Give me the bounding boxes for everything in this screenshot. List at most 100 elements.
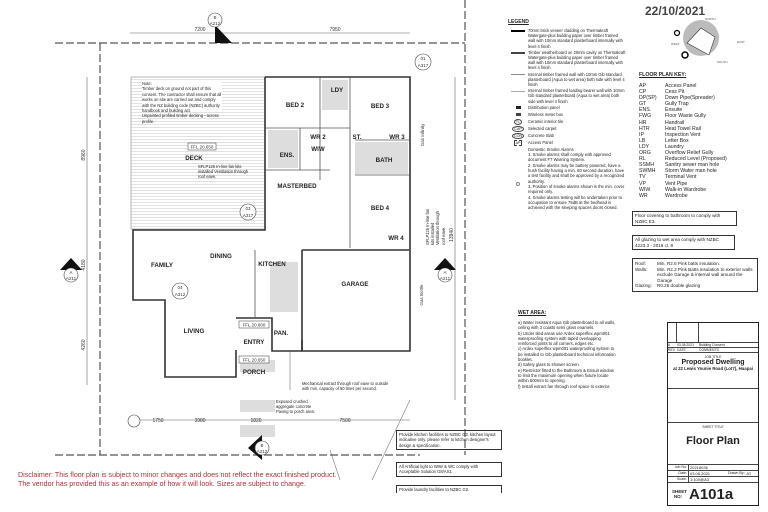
wet-area-item: a) Water resistant Aqua Gib plasterboard…: [518, 320, 616, 331]
section-marker-b-top: [215, 25, 232, 43]
legend-item: Distribution panel: [508, 105, 626, 111]
svg-text:B: B: [260, 443, 263, 448]
wet-area-notes: WET AREA: a) Water resistant Aqua Gib pl…: [518, 310, 618, 389]
carpet-icon: CAP: [512, 125, 524, 132]
svg-text:4180: 4180: [81, 259, 87, 270]
svg-text:FFL 20.800: FFL 20.800: [243, 323, 266, 328]
legend-item: 70mm brick veneer cladding on Thermakraf…: [508, 28, 626, 49]
mechanical-extract-note: Mechanical extract through roof eave to …: [302, 381, 389, 392]
svg-text:A: A: [443, 270, 446, 275]
svg-text:LDY: LDY: [331, 87, 344, 94]
wet-area-item: f) Install extract fan through roof spac…: [518, 383, 611, 389]
svg-text:01: 01: [420, 56, 426, 61]
svg-text:03: 03: [245, 206, 251, 211]
svg-text:BED 2: BED 2: [286, 102, 305, 109]
svg-text:FAMILY: FAMILY: [151, 262, 174, 269]
date-stamp: 22/10/2021: [645, 4, 706, 18]
svg-text:Gas Infinity: Gas Infinity: [420, 123, 425, 146]
svg-text:MASTERBED: MASTERBED: [277, 183, 317, 190]
svg-text:7500: 7500: [339, 418, 350, 424]
smoke-alarm-note: Domestic Smoke Alarms 1. Smoke alarms sh…: [508, 147, 626, 211]
svg-text:13940: 13940: [449, 228, 455, 242]
svg-text:A312: A312: [175, 292, 186, 297]
fan-note-2: SFLP125 In-line fan kits installed Venti…: [425, 208, 446, 245]
svg-text:ST.: ST.: [353, 134, 362, 141]
svg-text:04: 04: [177, 285, 183, 290]
house-walls: [132, 76, 411, 378]
section-marker-a-right: [434, 258, 456, 270]
wet-area-item: e) Restrictor fitted to the Bathroom & E…: [518, 367, 614, 384]
svg-text:B: B: [213, 15, 216, 20]
svg-text:WR 2: WR 2: [310, 134, 326, 141]
svg-text:7950: 7950: [329, 27, 340, 33]
wet-area-item: d) Safety glass to shower screen.: [518, 362, 580, 368]
svg-text:A: A: [69, 270, 72, 275]
section-marker-a-left: [60, 258, 82, 270]
laundry-note: Provide laundry facilities to NZBC G2.: [396, 485, 502, 494]
svg-text:A212: A212: [257, 449, 268, 454]
key-item: DP(SP)Down Pipe(Spreader): [639, 95, 715, 102]
fan-note: SFLP125 In-line fan kits installed Venti…: [198, 164, 249, 180]
disclaimer: Disclaimer: This floor plan is subject t…: [18, 471, 337, 488]
svg-text:BATH: BATH: [376, 157, 393, 164]
key-item: ENS.Ensuite: [639, 107, 683, 114]
laundry-tile: [322, 80, 348, 110]
svg-text:A212: A212: [210, 21, 221, 26]
svg-text:WR 4: WR 4: [388, 235, 404, 242]
svg-text:SOUTH: SOUTH: [717, 60, 728, 64]
svg-text:LIVING: LIVING: [184, 328, 205, 335]
svg-text:A317: A317: [418, 63, 429, 68]
sheet-title: Floor Plan: [686, 435, 740, 447]
svg-text:DINING: DINING: [210, 253, 232, 260]
svg-text:GARAGE: GARAGE: [341, 281, 368, 288]
svg-text:ENTRY: ENTRY: [244, 339, 266, 346]
paving-note: Exposed crushed aggregate concrete Pavin…: [276, 399, 315, 415]
svg-text:PAN.: PAN.: [274, 330, 289, 337]
tile-icon: TL: [513, 118, 523, 125]
legend: LEGEND 70mm brick veneer cladding on The…: [508, 19, 626, 211]
svg-text:WEST: WEST: [671, 42, 680, 46]
legend-item: Internal timber framed wall with 10mm Gi…: [508, 72, 626, 88]
glazing-note: All glazing to wet area comply with NZBC…: [632, 235, 735, 251]
legend-item: Internal timber framed loading bearer wa…: [508, 88, 626, 104]
legend-item: Wireless meter box: [508, 112, 626, 118]
ensuite-tile: [268, 130, 298, 168]
sheet-number: A101a: [689, 485, 734, 503]
insulation-note: Roof:Min. R2.6 Pink batts insulation. Wa…: [632, 258, 758, 292]
deck-note: Note: Timber deck on ground not part of …: [142, 81, 222, 124]
svg-text:3980: 3980: [194, 418, 205, 424]
lighting-note: All Artificial light to WIW & WC comply …: [396, 462, 502, 477]
svg-text:PORCH: PORCH: [243, 369, 266, 376]
svg-text:WR 3: WR 3: [389, 134, 405, 141]
legend-title: LEGEND: [508, 19, 529, 25]
svg-text:KITCHEN: KITCHEN: [258, 261, 286, 268]
svg-text:A211: A211: [440, 276, 451, 281]
smoke-alarm-icon: [508, 181, 528, 187]
kitchen-note: Provide kitchen facilities to NZBC G3. k…: [396, 430, 502, 450]
svg-text:DECK: DECK: [185, 155, 203, 162]
svg-text:1750: 1750: [152, 418, 163, 424]
svg-text:4260: 4260: [81, 339, 87, 350]
job-title: Proposed Dwelling: [681, 359, 745, 366]
concrete-icon: CON: [512, 132, 524, 139]
svg-text:FFL 20.650: FFL 20.650: [191, 145, 214, 150]
